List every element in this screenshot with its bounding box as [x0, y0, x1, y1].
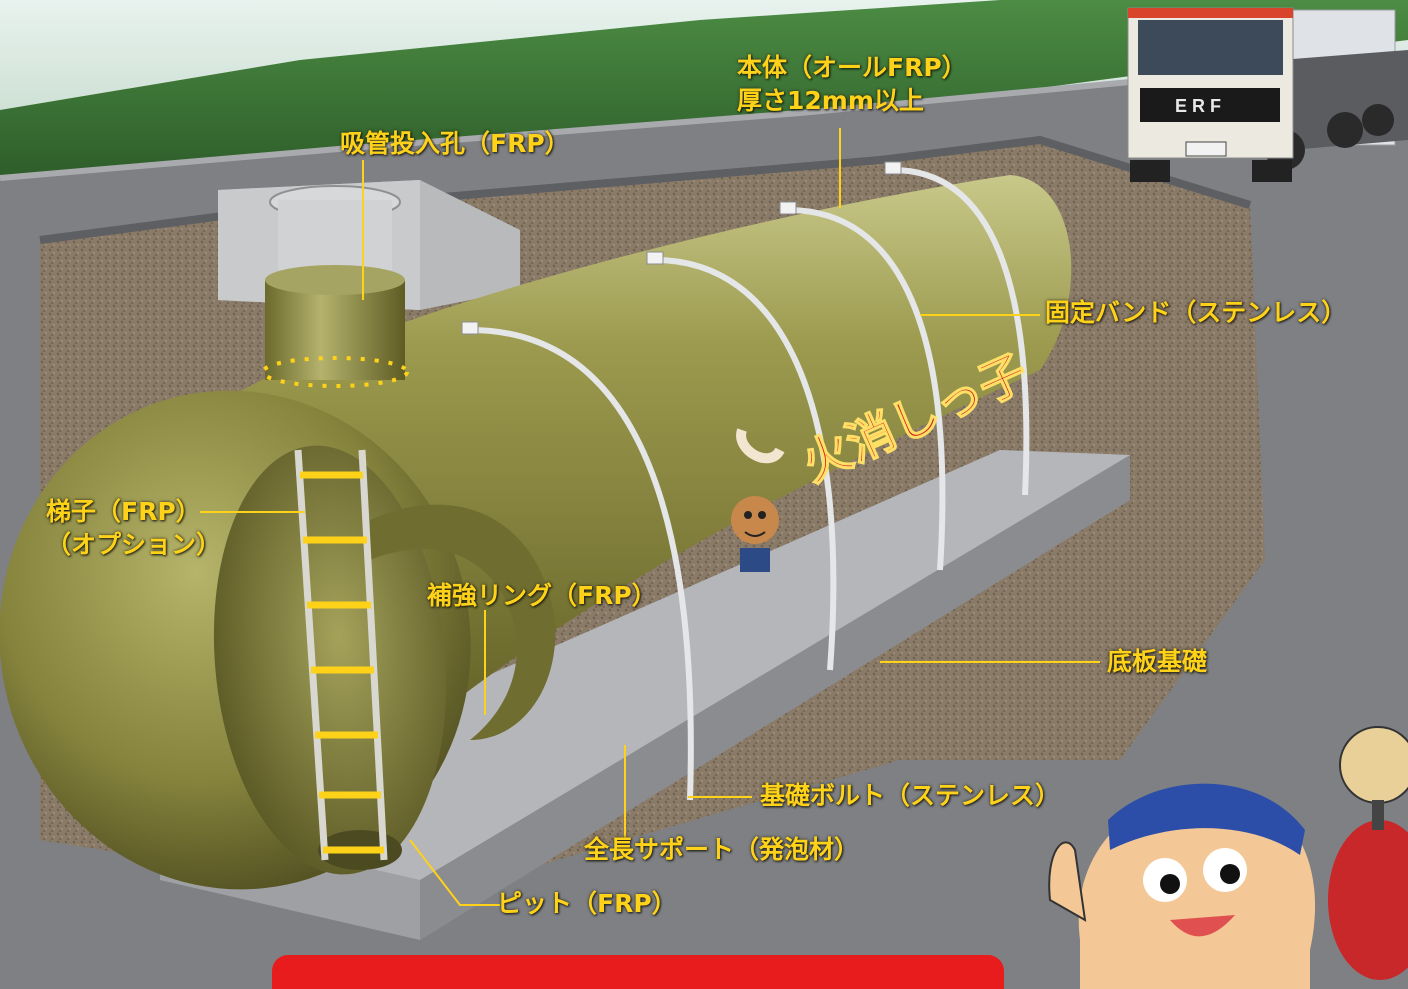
label-base-slab: 底板基礎 [1107, 647, 1208, 676]
bottom-banner [272, 955, 1004, 989]
label-body: 本体（オールFRP） 厚さ12mm以上 [737, 52, 967, 117]
label-full-support: 全長サポート（発泡材） [584, 835, 860, 864]
label-reinforcing-ring: 補強リング（FRP） [427, 581, 657, 610]
label-pit: ピット（FRP） [497, 889, 677, 918]
label-ladder-line1: 梯子（FRP） [46, 497, 201, 526]
label-suction-port: 吸管投入孔（FRP） [340, 129, 570, 158]
label-foundation-bolt: 基礎ボルト（ステンレス） [760, 781, 1061, 810]
label-body-line1: 本体（オールFRP） [737, 53, 967, 82]
truck-plate-text: E R F [1175, 96, 1221, 116]
label-ladder: 梯子（FRP） （オプション） [46, 496, 221, 561]
label-fixing-band: 固定バンド（ステンレス） [1045, 298, 1347, 327]
label-body-line2: 厚さ12mm以上 [737, 85, 924, 115]
label-ladder-line2: （オプション） [46, 529, 222, 559]
